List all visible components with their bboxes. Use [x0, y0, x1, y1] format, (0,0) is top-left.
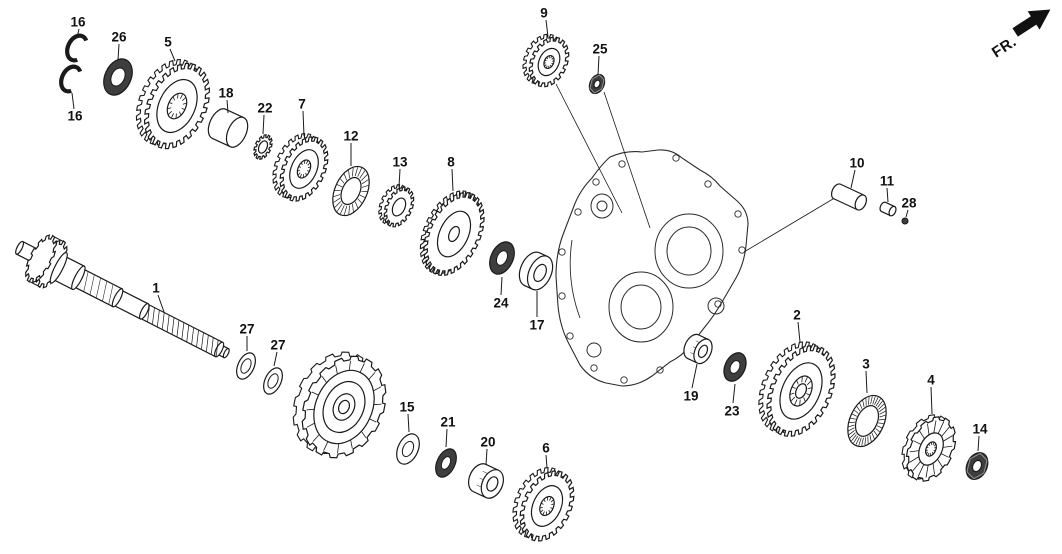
leader-line-19 [691, 363, 698, 389]
callout-17[interactable]: 17 [529, 318, 544, 333]
part-clutch-drum [292, 351, 387, 459]
leader-line-2 [797, 321, 801, 343]
callout-16-lower[interactable]: 16 [67, 109, 83, 124]
callout-12[interactable]: 12 [343, 129, 358, 144]
part-gear-5 [135, 59, 211, 150]
callout-22[interactable]: 22 [257, 101, 272, 116]
part-gear-6 [512, 466, 575, 542]
part-washer-17 [518, 251, 554, 291]
callout-4[interactable]: 4 [927, 373, 935, 388]
part-bushing-18 [207, 108, 249, 148]
leader-line-16-lower [71, 92, 75, 110]
leader-line-14 [977, 435, 980, 452]
leader-line-28 [905, 209, 909, 218]
callout-9[interactable]: 9 [540, 6, 548, 21]
callout-23[interactable]: 23 [724, 404, 740, 419]
part-ball-28 [901, 217, 909, 225]
assembly-axis-lines [555, 83, 844, 253]
callout-6[interactable]: 6 [542, 441, 550, 456]
callout-28[interactable]: 28 [901, 196, 917, 211]
case-outline [555, 149, 749, 387]
part-locknut-25 [588, 73, 606, 95]
part-countershaft-1 [15, 234, 230, 359]
leader-line-26 [117, 43, 120, 61]
callout-7[interactable]: 7 [298, 97, 306, 112]
leader-line-18 [226, 99, 229, 114]
part-spring-washer-22 [253, 133, 273, 161]
leader-line-25 [597, 55, 600, 76]
callout-16-upper[interactable]: 16 [70, 15, 86, 30]
part-snap-ring-16-upper [65, 33, 89, 63]
fr-label: FR. [989, 33, 1020, 61]
part-locknut-14 [965, 452, 989, 480]
part-snap-ring-16-lower [59, 64, 83, 94]
leader-line-5 [169, 48, 176, 62]
callout-3[interactable]: 3 [862, 357, 870, 372]
part-screw-11 [879, 201, 897, 217]
leader-line-21 [445, 428, 448, 448]
callout-21[interactable]: 21 [440, 415, 456, 430]
callout-20[interactable]: 20 [480, 435, 495, 450]
leader-line-27-rear [273, 351, 278, 367]
leader-line-11 [886, 187, 889, 203]
leader-line-3 [865, 370, 868, 394]
leader-line-23 [732, 383, 736, 404]
leader-line-8 [451, 168, 454, 192]
leader-line-24 [500, 276, 503, 296]
callout-24[interactable]: 24 [493, 296, 509, 311]
fr-direction-indicator: FR. [989, 9, 1051, 61]
callout-15[interactable]: 15 [399, 400, 415, 415]
callout-8[interactable]: 8 [447, 155, 455, 170]
part-washer-15 [396, 433, 420, 465]
part-gear-8 [419, 190, 485, 276]
callout-26[interactable]: 26 [111, 30, 127, 45]
leader-line-20 [485, 448, 488, 466]
callout-1[interactable]: 1 [152, 281, 160, 296]
part-seal-ring-21 [435, 448, 457, 478]
part-collar-19 [683, 333, 713, 365]
callout-27-front[interactable]: 27 [239, 322, 254, 337]
part-dowel-pin-10 [830, 183, 868, 211]
leader-line-16-upper [76, 28, 80, 39]
callout-2[interactable]: 2 [793, 308, 801, 323]
callout-10[interactable]: 10 [849, 156, 864, 171]
fr-arrow-icon [1012, 9, 1051, 37]
leader-line-10 [850, 169, 856, 189]
leader-line-6 [545, 454, 548, 469]
leader-line-4 [930, 386, 933, 415]
callout-27-rear[interactable]: 27 [270, 338, 285, 353]
callout-13[interactable]: 13 [392, 155, 408, 170]
part-clutch-plate-4 [901, 414, 957, 482]
leader-line-15 [407, 413, 410, 433]
part-needle-bearing-20 [467, 463, 505, 499]
part-washer-27-front [236, 352, 256, 380]
part-gear-9 [522, 33, 570, 88]
callout-5[interactable]: 5 [164, 35, 172, 50]
callout-19[interactable]: 19 [683, 389, 698, 404]
callout-18[interactable]: 18 [218, 86, 234, 101]
part-synchro-ring-3 [847, 394, 887, 448]
part-bearing-24 [489, 241, 515, 275]
leader-line-9 [545, 19, 549, 38]
transmission-case-outline [555, 149, 749, 387]
callout-25[interactable]: 25 [592, 42, 608, 57]
part-washer-27-rear [263, 367, 283, 395]
part-gear-2 [758, 341, 836, 437]
callout-14[interactable]: 14 [972, 422, 988, 437]
leader-line-1 [157, 294, 165, 313]
part-thrust-washer-26 [103, 58, 133, 96]
part-synchro-hub-12 [332, 165, 370, 217]
parts-layer [15, 33, 989, 542]
leader-line-22 [262, 114, 265, 135]
leader-line-13 [398, 168, 401, 188]
part-oil-seal-23 [723, 352, 747, 382]
leader-line-7 [302, 110, 305, 137]
callout-11[interactable]: 11 [880, 174, 895, 189]
part-gear-13 [378, 184, 415, 228]
part-gear-7 [272, 132, 329, 202]
